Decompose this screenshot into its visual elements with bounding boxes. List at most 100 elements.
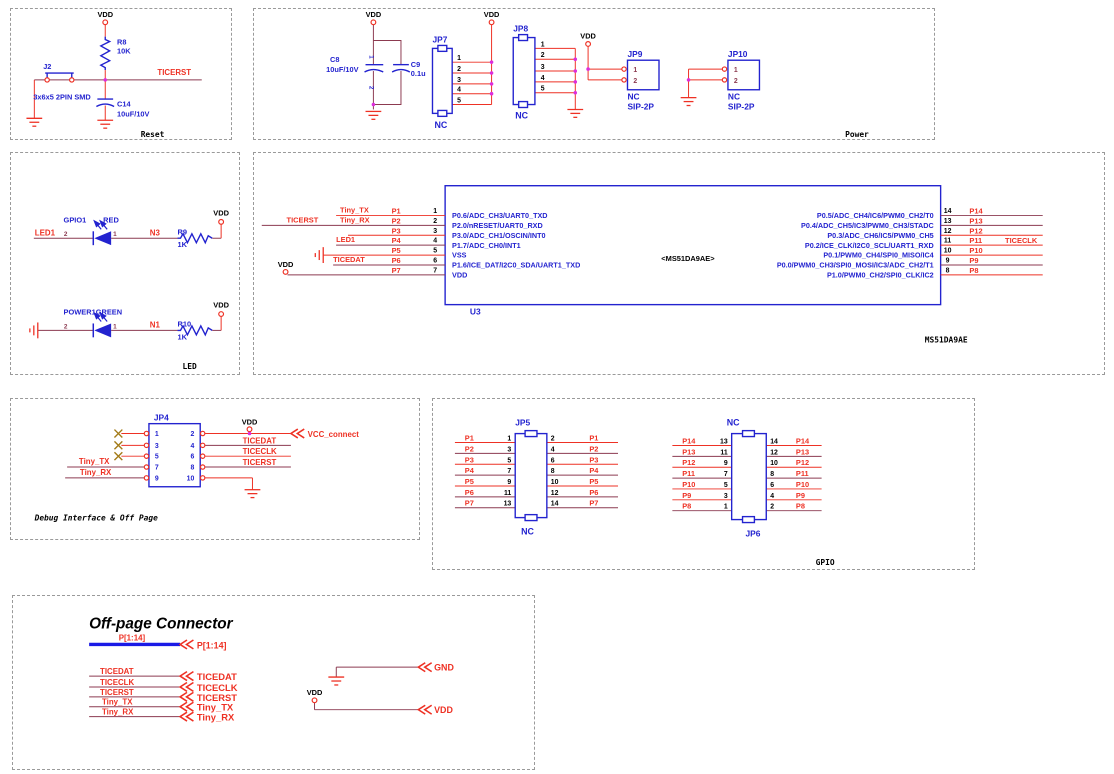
offpage-arrow-icon [179, 691, 195, 703]
led-ref: GPIO1 [64, 215, 87, 224]
offpage-label: P[1:14] [197, 640, 227, 650]
section-title: LED [182, 362, 197, 371]
j2-ref: J2 [43, 62, 51, 71]
pin-function: P0.1/PWM0_CH4/SPI0_MISO/IC4 [823, 251, 933, 260]
pin-number: 5 [541, 86, 545, 93]
pin-number: 11 [720, 449, 727, 456]
r10-ref: R10 [178, 319, 192, 328]
pin-function: P3.0/ADC_CH1/OSCIN/INT0 [452, 231, 545, 240]
debug-schematic: JP4 VDD 1 3 5 7 9 2 4 6 8 10 Tiny_TX Tin… [34, 413, 360, 523]
vdd-label: VDD [484, 10, 500, 19]
offpage-label: TICECLK [197, 682, 238, 693]
pin-function: VDD [452, 271, 467, 280]
signal-label: LED1 [336, 235, 355, 244]
signal-label: TICEDAT [333, 255, 365, 264]
pin-number: 1 [113, 231, 117, 238]
offpage-label: VCC_connect [308, 430, 360, 439]
offpage-arrow-icon [179, 639, 195, 650]
pin-function: P0.5/ADC_CH4/IC6/PWM0_CH2/T0 [817, 211, 934, 220]
jp9-connector-body [621, 59, 660, 91]
junction-dot [573, 57, 578, 61]
pin-number: 13 [944, 218, 952, 225]
ground-icon [96, 119, 114, 129]
pin-function: P0.6/ADC_CH3/UART0_TXD [452, 211, 547, 220]
junction-dot [489, 71, 494, 75]
offpage-block: Off-page Connector P[1:14] P[1:14] TICED… [12, 595, 535, 770]
pin-number: 3 [507, 446, 511, 453]
ground-icon [243, 489, 261, 499]
pin-number: 2 [633, 78, 637, 85]
c14-value: 10uF/10V [117, 109, 149, 118]
pin-number: 1 [633, 67, 637, 74]
pin-number: 2 [551, 436, 555, 443]
net-label: P6 [589, 488, 598, 497]
ground-icon [364, 110, 382, 120]
net-label: N3 [150, 228, 161, 237]
section-title: Off-page Connector [89, 616, 234, 633]
r8-ref: R8 [117, 37, 126, 46]
jp5-nc: NC [521, 526, 534, 536]
offpage-arrow-icon [290, 428, 306, 439]
pin-number: 2 [433, 218, 437, 225]
net-label: P10 [796, 480, 809, 489]
wires [261, 214, 1043, 276]
part-name: <MS51DA9AE> [661, 254, 715, 263]
pin-number: 8 [190, 464, 194, 471]
wires [372, 24, 724, 110]
pin-number: 2 [64, 231, 68, 238]
pin-number: 10 [187, 475, 195, 482]
pin-number: 4 [770, 493, 774, 500]
mcu-block: VDD Tiny_TX TICERST Tiny_RX LED1 TICEDAT… [253, 152, 1105, 375]
pin-number: 1 [113, 323, 117, 330]
net-label: P5 [392, 246, 401, 255]
c9-capacitor-icon [391, 63, 411, 73]
net-label: P4 [465, 466, 475, 475]
c8-pin2: 2 [367, 86, 374, 90]
jp10-type: SIP-2P [728, 101, 755, 111]
pin-number: 12 [944, 228, 952, 235]
pin-number: 14 [944, 208, 952, 215]
pin-number: 2 [64, 323, 68, 330]
junction-dot [103, 78, 108, 82]
net-label: P5 [465, 477, 474, 486]
jp6-ref: JP6 [746, 528, 761, 538]
net-label: N1 [150, 320, 161, 329]
section-title: Power [845, 130, 869, 139]
offpage-label: TICEDAT [197, 671, 237, 682]
pin-number: 3 [457, 77, 461, 84]
no-connect-icon [113, 428, 124, 439]
c8-value: 10uF/10V [326, 65, 358, 74]
pin-number: 14 [551, 501, 559, 508]
junction-dot [573, 90, 578, 95]
wires [89, 642, 419, 718]
pin-function: P0.3/ADC_CH6/IC5/PWM0_CH5 [827, 231, 933, 240]
offpage-label: Tiny_RX [197, 712, 235, 723]
jp6-connector-body [730, 429, 767, 524]
jp7-ref: JP7 [432, 34, 447, 44]
vdd-icon [585, 41, 592, 47]
jp7-connector-body [431, 44, 453, 118]
jp7-nc: NC [434, 120, 447, 130]
net-label: P12 [969, 226, 982, 235]
net-label: P9 [682, 491, 691, 500]
pin-number: 11 [504, 490, 511, 497]
pin-function: P0.0/PWM0_CH3/SPI0_MOSI/IC3/ADC_CH2/T1 [777, 261, 934, 270]
ground-icon [314, 246, 324, 264]
section-title: GPIO [816, 558, 835, 567]
signal-label: TICERST [287, 215, 319, 224]
pin-number: 4 [457, 87, 461, 94]
pin-number: 1 [541, 41, 545, 48]
net-label: P3 [392, 226, 401, 235]
net-label: P8 [682, 502, 691, 511]
pin-number: 13 [720, 438, 728, 445]
power-schematic: VDD VDD VDD 1 2 C8 10uF/10V C9 0.1u JP7 … [326, 10, 869, 139]
net-label: P5 [589, 477, 598, 486]
j2-switch-icon [44, 72, 75, 83]
r9-ref: R9 [178, 227, 188, 236]
led-block: LED1 GPIO1 RED 2 1 N3 R9 1K VDD POWER1GR… [10, 152, 240, 375]
offpage-label: VDD [434, 705, 453, 715]
vdd-label: VDD [366, 10, 382, 19]
jp9-type: SIP-2P [627, 101, 654, 111]
signal-label: TICEDAT [100, 667, 134, 676]
